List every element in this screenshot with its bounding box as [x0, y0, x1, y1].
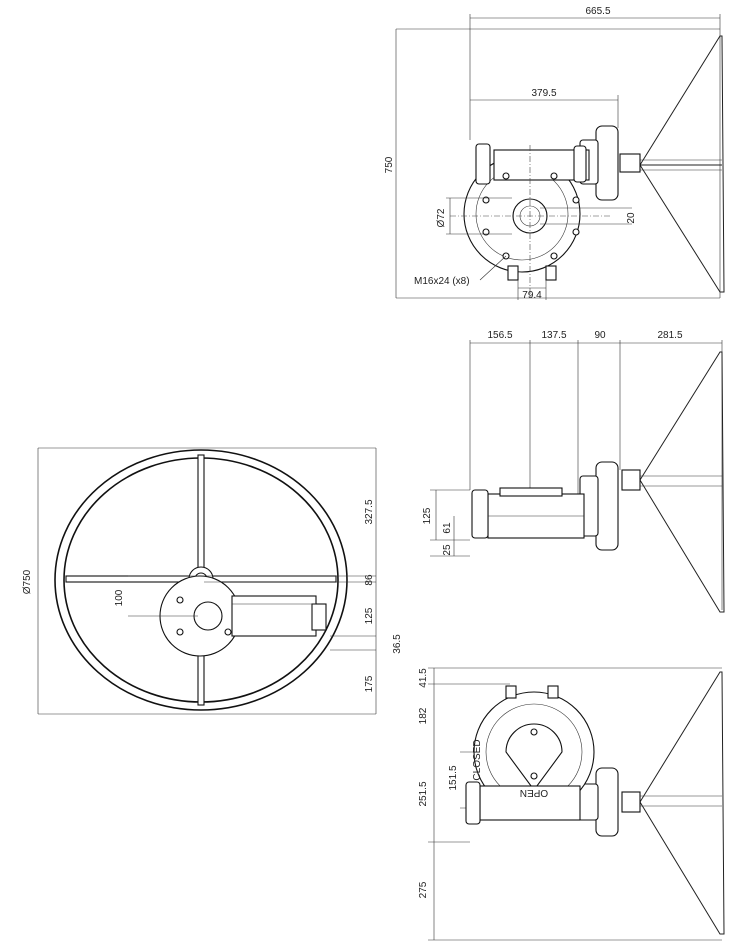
dim-bot-41: 41.5	[418, 668, 429, 688]
dim-left-36: 36.5	[392, 634, 403, 654]
label-closed: CLOSED	[472, 739, 483, 780]
dim-mid-h1: 125	[422, 507, 433, 524]
dim-mid-b: 137.5	[541, 330, 566, 341]
top-view	[395, 14, 725, 300]
dim-mid-a: 156.5	[487, 330, 512, 341]
dim-top-handwheel-offset: 379.5	[531, 88, 556, 99]
dim-keyway-width: 20	[626, 212, 637, 224]
dim-left-125: 125	[364, 607, 375, 624]
label-open: OPEN	[520, 787, 548, 798]
dim-mid-h3: 25	[442, 544, 453, 556]
bottom-view	[428, 667, 725, 941]
dim-bot-275: 275	[418, 881, 429, 898]
bolt-spec-label: M16x24 (x8)	[414, 276, 470, 287]
dim-mid-c: 90	[594, 330, 606, 341]
side-view	[430, 340, 725, 613]
dim-mid-h2: 61	[442, 522, 453, 534]
dim-bore-dia: Ø72	[436, 208, 447, 227]
dim-left-327: 327.5	[364, 499, 375, 524]
dim-bolt-pcd: 79.4	[522, 290, 542, 301]
dim-left-dia: Ø750	[22, 569, 33, 594]
dim-top-height: 750	[384, 156, 395, 173]
dim-left-175: 175	[364, 675, 375, 692]
dim-left-86: 86	[364, 574, 375, 586]
dim-bot-182: 182	[418, 707, 429, 724]
dim-bot-151: 151.5	[448, 765, 459, 790]
dim-top-width: 665.5	[585, 6, 610, 17]
dim-mid-d: 281.5	[657, 330, 682, 341]
dim-left-100: 100	[114, 589, 125, 606]
front-view	[37, 447, 377, 715]
dim-bot-251: 251.5	[418, 781, 429, 806]
